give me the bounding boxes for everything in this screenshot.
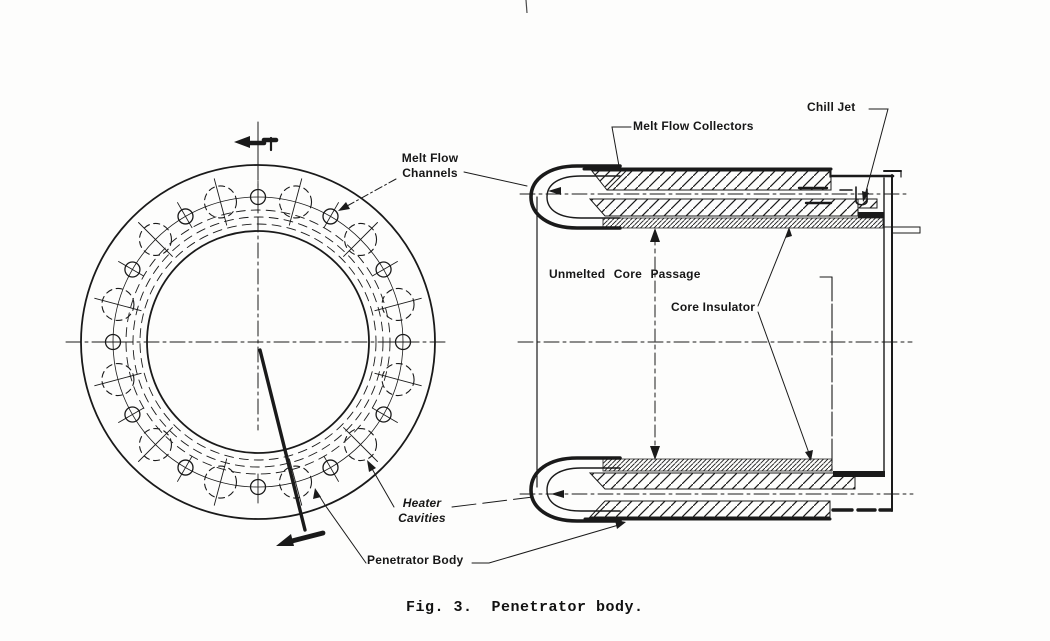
heater-cavity-hole (101, 287, 135, 322)
top-melt-collector-bar (590, 170, 832, 191)
heater-cavity-slash (374, 372, 422, 387)
label-line: Cavities (398, 511, 446, 525)
bottom-core-insulator-strip (602, 458, 833, 472)
heater-cavity-slash (138, 222, 173, 257)
leader-melt-flow-channels-left (346, 178, 397, 207)
scan-artifact (525, 0, 528, 14)
label-melt-flow-channels: Melt Flow Channels (394, 151, 466, 181)
heater-cavity-hole (343, 222, 378, 257)
top-inner-collector-bar (588, 198, 859, 217)
channel-hole-tick (118, 407, 145, 423)
heater-cavity-hole (101, 362, 135, 397)
figure-caption: Fig. 3. Penetrator body. (406, 599, 644, 616)
heater-cavity-slash (374, 297, 422, 312)
top-nose-outer (529, 164, 622, 230)
melt-flow-channel-hole (375, 261, 392, 278)
leader-melt-flow-collectors (611, 126, 632, 167)
top-core-insulator-strip (602, 217, 884, 229)
circular-section-view (65, 121, 449, 546)
melt-flow-channel-hole (124, 406, 141, 423)
leader-core-insulator-down (757, 311, 811, 457)
heater-cavity-slash (288, 178, 303, 226)
leader-heater-cavities-left (370, 466, 395, 508)
label-chill-jet: Chill Jet (807, 100, 856, 114)
channel-hole-tick (371, 261, 398, 277)
heater-cavity-hole (381, 362, 415, 397)
melt-flow-direction-arrow (548, 187, 561, 195)
melt-flow-channel-hole (322, 208, 339, 225)
label-melt-flow-collectors: Melt Flow Collectors (633, 119, 754, 133)
core-passage-dimension (650, 228, 660, 460)
heater-cavity-hole (138, 427, 173, 462)
heater-cavity-hole (343, 427, 378, 462)
heater-cavity-hole (278, 185, 313, 219)
channel-hole-tick (323, 455, 339, 482)
melt-flow-direction-arrow (551, 490, 564, 498)
heater-cavity-hole (203, 185, 238, 219)
channel-hole-tick (177, 202, 193, 229)
channel-hole-tick (177, 455, 193, 482)
label-line: Channels (402, 166, 458, 180)
heater-cavity-slash (138, 427, 173, 462)
leader-melt-flow-channels-right (463, 171, 528, 187)
heater-cavity-slash (343, 222, 378, 257)
heater-cavity-slash (94, 297, 142, 312)
leader-chill-jet (863, 108, 889, 200)
melt-flow-channel-hole (322, 459, 339, 476)
melt-flow-channel-hole (177, 459, 194, 476)
channel-hole-tick (371, 407, 398, 423)
leader-penetrator-body-left (316, 491, 367, 564)
heater-cavity-slash (213, 178, 228, 226)
label-line: Melt Flow (401, 151, 459, 165)
melt-flow-channel-hole (375, 406, 392, 423)
label-penetrator-body: Penetrator Body (367, 553, 464, 567)
heater-cavity-slash (343, 427, 378, 462)
label-heater-cavities: Heater Cavities (392, 496, 452, 526)
leader-penetrator-body-right (471, 523, 623, 564)
label-line: Heater (402, 496, 442, 510)
bottom-melt-collector-bar (588, 500, 831, 518)
channel-hole-tick (118, 261, 145, 277)
heater-cavity-slash (94, 372, 142, 387)
heater-cavity-slash (213, 458, 228, 506)
melt-flow-channel-hole (177, 208, 194, 225)
hole-ring (94, 178, 422, 506)
label-unmelted-core-passage: Unmelted Core Passage (549, 267, 701, 281)
bottom-nose-outer (529, 456, 622, 523)
heater-cavity-slash (288, 458, 303, 506)
heater-cavity-hole (381, 287, 415, 322)
bottom-inner-collector-bar (588, 472, 856, 490)
heater-cavity-hole (138, 222, 173, 257)
section-arrow-top (234, 136, 279, 152)
longitudinal-section-view (517, 164, 921, 523)
label-core-insulator: Core Insulator (671, 300, 756, 314)
top-nose-inner (546, 175, 621, 219)
bottom-nose-inner (546, 467, 621, 512)
section-cut-line (258, 348, 326, 546)
leader-lines (313, 108, 889, 564)
melt-flow-channel-hole (124, 261, 141, 278)
heater-cavity-hole (203, 465, 238, 499)
aft-end-plate (829, 168, 921, 512)
channel-hole-tick (323, 202, 339, 229)
leader-heater-cavities-right (451, 496, 534, 508)
leader-core-insulator-up (757, 228, 790, 307)
